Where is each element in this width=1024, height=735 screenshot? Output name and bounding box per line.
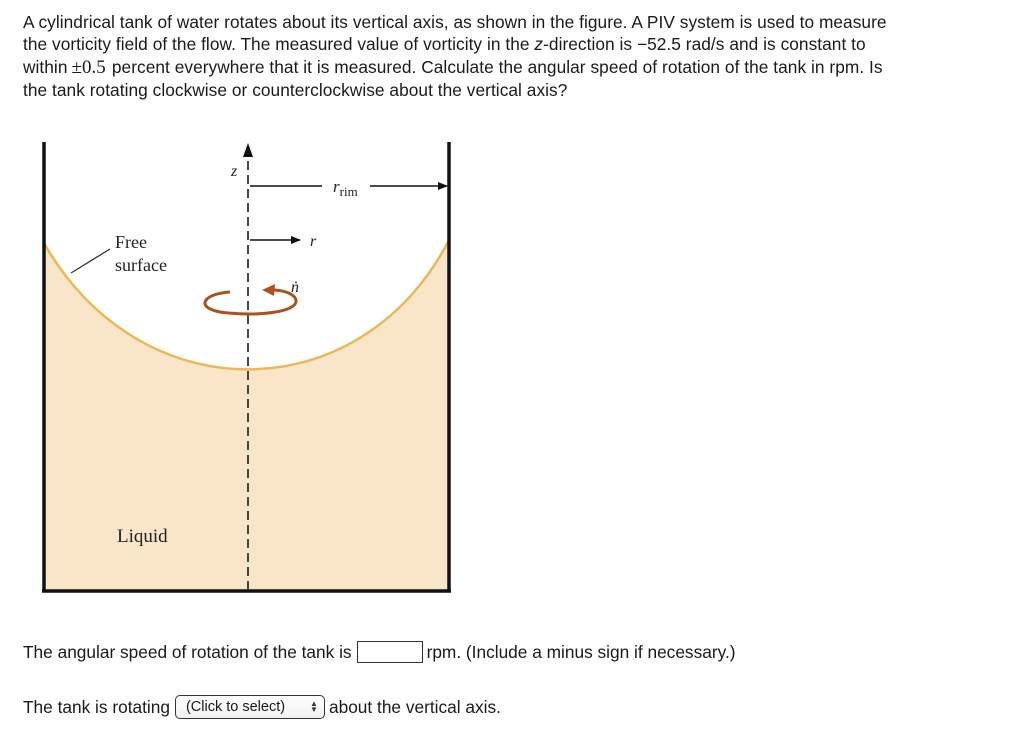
select-updown-arrows-icon: ▲▼ (310, 699, 318, 714)
rotation-direction-selected-value: (Click to select) (185, 699, 286, 715)
rotating-tank-figure: z rrim r ṅ Free surface Liquid (0, 130, 480, 610)
n-dot-label: ṅ (291, 279, 299, 296)
r-label: r (310, 233, 317, 250)
liquid-region (44, 240, 449, 590)
question-line-1: A cylindrical tank of water rotates abou… (23, 12, 887, 32)
rotation-direction-suffix: about the vertical axis. (328, 697, 501, 717)
z-variable: z (534, 34, 544, 55)
answer-line-angular-speed: The angular speed of rotation of the tan… (23, 641, 736, 663)
free-surface-leader (70, 248, 111, 274)
z-axis-arrowhead-icon (243, 143, 253, 157)
free-surface-label-line1: Free (115, 232, 147, 252)
rotation-direction-select[interactable]: (Click to select) ▲▼ (174, 695, 325, 719)
liquid-label: Liquid (117, 526, 168, 547)
angular-speed-unit-hint: rpm. (Include a minus sign if necessary.… (426, 642, 736, 662)
z-axis-label: z (230, 163, 238, 180)
rotation-direction-prompt: The tank is rotating (23, 697, 170, 717)
tolerance-math: ±0.5 (71, 56, 106, 78)
answer-line-rotation-direction: The tank is rotating (Click to select) ▲… (23, 695, 501, 719)
rotation-arrow-icon (203, 288, 298, 316)
question-text: A cylindrical tank of water rotates abou… (23, 11, 1013, 101)
question-line-2: the vorticity field of the flow. The mea… (23, 34, 866, 55)
angular-speed-prompt: The angular speed of rotation of the tan… (23, 642, 352, 662)
free-surface-label-line2: surface (115, 255, 167, 275)
r-rim-label: rrim (333, 177, 358, 199)
question-line-4: the tank rotating clockwise or countercl… (23, 79, 568, 100)
free-surface-curve (42, 239, 451, 371)
angular-speed-input[interactable] (356, 641, 423, 663)
rotation-arrowhead-icon (262, 284, 275, 296)
